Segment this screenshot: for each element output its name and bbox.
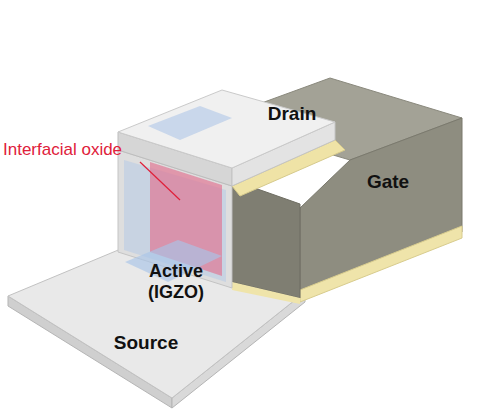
part-label: Active (IGZO) — [140, 261, 212, 302]
drain-top — [118, 90, 335, 168]
part-label: Source — [114, 332, 178, 354]
active-igzo-top — [148, 106, 232, 140]
part-label: Drain — [268, 103, 317, 125]
part-label: Gate — [367, 171, 409, 193]
gate-dielectric — [300, 226, 462, 302]
gate-dielectric — [232, 282, 300, 304]
gate-side — [232, 180, 300, 298]
callout-label: Interfacial oxide — [3, 140, 122, 160]
leader-line — [140, 162, 180, 200]
